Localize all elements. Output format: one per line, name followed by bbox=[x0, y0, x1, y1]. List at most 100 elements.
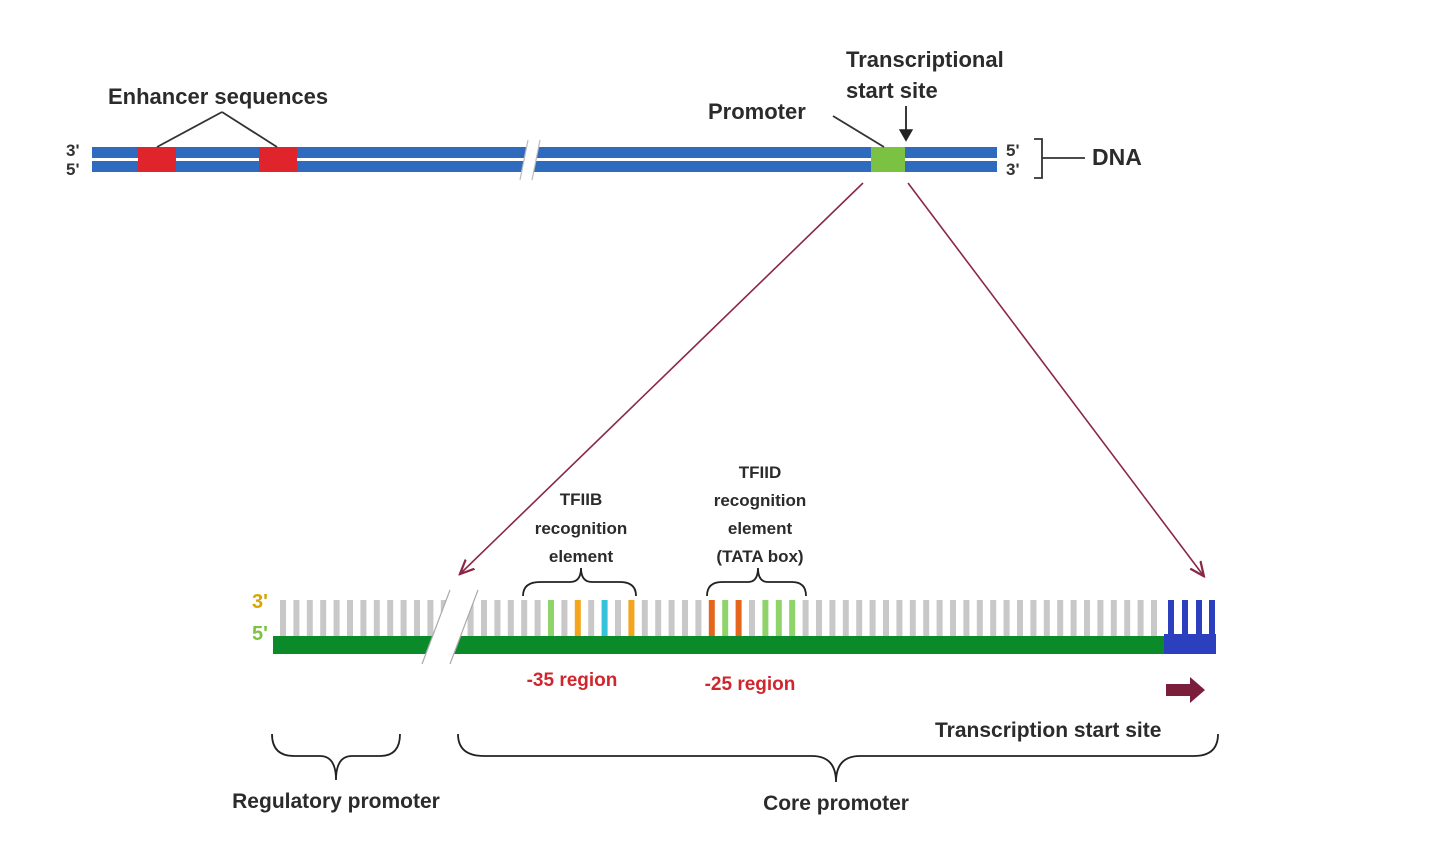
base-pair-tick bbox=[976, 600, 983, 636]
top-left-lower-end: 5' bbox=[66, 160, 80, 179]
base-pair-tick bbox=[387, 600, 394, 636]
base-pair-tick bbox=[481, 600, 487, 636]
base-pair-tick bbox=[963, 600, 970, 636]
enhancer-pointer-2 bbox=[221, 111, 278, 148]
base-pair-tick bbox=[695, 600, 702, 636]
base-pair-tick bbox=[1097, 600, 1104, 636]
base-pair-tick bbox=[306, 600, 313, 636]
transcriptional-start-label-line2: start site bbox=[846, 78, 938, 103]
tfiid-brace bbox=[706, 567, 807, 597]
bottom-break-line-1 bbox=[421, 589, 451, 665]
base-pair-tick bbox=[333, 600, 340, 636]
base-pair-tick bbox=[561, 600, 568, 636]
base-pair-tick bbox=[1057, 600, 1064, 636]
base-pair-tick bbox=[615, 600, 621, 636]
tss-blue-base-4 bbox=[1209, 600, 1215, 636]
top-dna-upper-strand bbox=[92, 147, 997, 158]
base-pair-tick bbox=[816, 600, 822, 636]
top-dna-break-line-1 bbox=[519, 139, 529, 181]
base-pair-tick bbox=[320, 600, 327, 636]
region-25-label: -25 region bbox=[705, 674, 796, 695]
transcriptional-start-label-line1: Transcriptional bbox=[846, 47, 1004, 72]
top-right-lower-end: 3' bbox=[1006, 160, 1020, 179]
base-pair-tick bbox=[628, 600, 635, 636]
base-pair-tick bbox=[749, 600, 755, 636]
base-pair-tick bbox=[1124, 600, 1131, 636]
top-left-upper-end: 3' bbox=[66, 141, 80, 160]
bottom-green-strand bbox=[273, 636, 1166, 654]
base-pair-tick bbox=[829, 600, 836, 636]
base-pair-tick bbox=[1070, 600, 1077, 636]
base-pair-tick bbox=[950, 600, 956, 636]
base-pair-tick bbox=[280, 600, 286, 636]
tss-label: Transcription start site bbox=[935, 719, 1161, 742]
base-pair-tick bbox=[548, 600, 554, 636]
base-pair-tick bbox=[521, 600, 528, 636]
top-dna-break-line-2 bbox=[531, 139, 541, 181]
tfiib-brace bbox=[522, 567, 637, 597]
zoom-line-left bbox=[461, 182, 864, 573]
base-pair-tick bbox=[775, 600, 782, 636]
base-pair-tick bbox=[1043, 600, 1050, 636]
base-pair-tick bbox=[655, 600, 662, 636]
core-label: Core promoter bbox=[763, 792, 909, 815]
base-pair-tick bbox=[708, 600, 715, 636]
base-pair-tick bbox=[1151, 600, 1157, 636]
base-pair-tick bbox=[507, 600, 514, 636]
bottom-break bbox=[422, 590, 478, 664]
base-pair-tick bbox=[400, 600, 407, 636]
enhancer-block-1 bbox=[138, 147, 176, 172]
tss-blue-strand bbox=[1164, 634, 1216, 654]
tfiid-label-line4: (TATA box) bbox=[716, 547, 803, 566]
tfiid-label-line1: TFIID bbox=[739, 463, 782, 482]
promoter-label: Promoter bbox=[708, 99, 806, 124]
base-pair-tick bbox=[923, 600, 930, 636]
promoter-pointer bbox=[832, 115, 885, 148]
base-pair-tick bbox=[1030, 600, 1037, 636]
tfiid-label-line3: element bbox=[728, 519, 793, 538]
base-pair-tick bbox=[1017, 600, 1023, 636]
base-pair-tick bbox=[360, 600, 367, 636]
core-brace bbox=[457, 733, 1219, 783]
tfiib-label-line1: TFIIB bbox=[560, 490, 603, 509]
top-dna-lower-strand bbox=[92, 161, 997, 172]
tfiib-label-line2: recognition bbox=[535, 519, 628, 538]
bottom-left-lower-end: 5' bbox=[252, 623, 268, 645]
base-pair-tick bbox=[735, 600, 742, 636]
base-pair-tick bbox=[762, 600, 769, 636]
enhancer-label: Enhancer sequences bbox=[108, 84, 328, 109]
base-pair-tick bbox=[1137, 600, 1144, 636]
top-dna bbox=[92, 139, 997, 181]
zoom-line-right bbox=[907, 182, 1203, 575]
base-pair-tick bbox=[682, 600, 688, 636]
promoter-block bbox=[871, 147, 905, 172]
base-pair-tick bbox=[869, 600, 876, 636]
top-right-upper-end: 5' bbox=[1006, 141, 1020, 160]
base-pair-tick bbox=[856, 600, 863, 636]
base-pair-tick bbox=[722, 600, 729, 636]
bottom-left-upper-end: 3' bbox=[252, 591, 268, 613]
tss-block bbox=[1164, 600, 1216, 654]
bottom-break-line-2 bbox=[449, 589, 479, 665]
base-pair-tick bbox=[574, 600, 581, 636]
base-pair-tick bbox=[641, 600, 648, 636]
base-pair-tick bbox=[789, 600, 796, 636]
base-pair-tick bbox=[293, 600, 300, 636]
base-pair-tick bbox=[1110, 600, 1117, 636]
base-pair-tick bbox=[990, 600, 997, 636]
enhancer-pointer-1 bbox=[156, 111, 223, 148]
base-pair-tick bbox=[427, 600, 434, 636]
base-pair-tick bbox=[414, 600, 420, 636]
top-dna-break bbox=[520, 140, 540, 180]
base-pair-tick bbox=[802, 600, 809, 636]
base-pair-tick bbox=[1084, 600, 1090, 636]
enhancer-block-2 bbox=[259, 147, 297, 172]
base-pair-tick bbox=[668, 600, 675, 636]
tfiid-label-line2: recognition bbox=[714, 491, 807, 510]
base-pair-tick bbox=[494, 600, 501, 636]
base-pair-tick bbox=[467, 600, 474, 636]
base-pair-tick bbox=[534, 600, 541, 636]
regulatory-label: Regulatory promoter bbox=[232, 790, 440, 813]
